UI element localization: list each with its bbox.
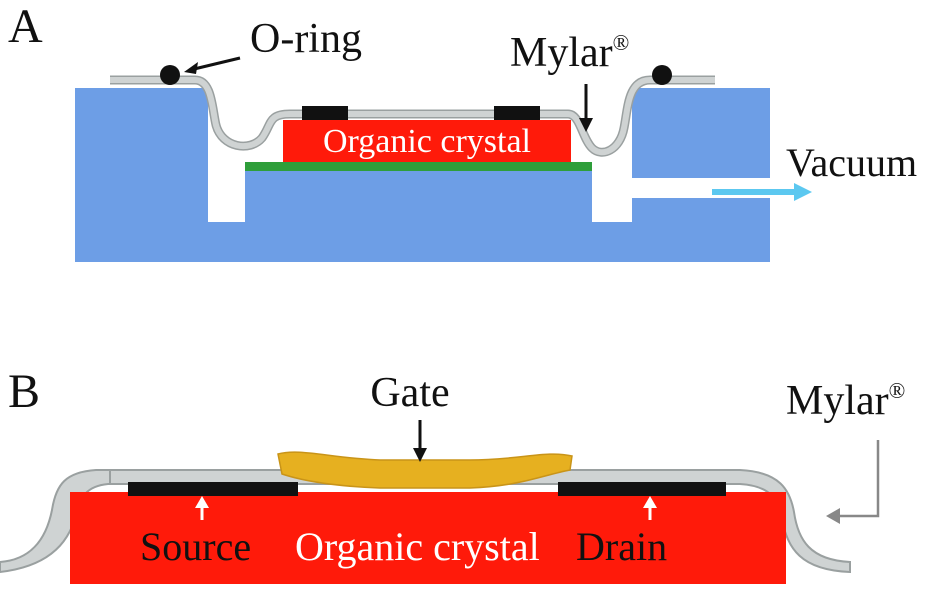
o-ring-pointer-arrowhead [184, 62, 198, 74]
mylar-pointer-arrowhead-b [826, 508, 840, 524]
organic-crystal-a [283, 120, 571, 162]
source-label: Source [140, 524, 251, 569]
pedestal [245, 170, 592, 222]
mylar-label-b: Mylar® [786, 378, 905, 424]
vacuum-label: Vacuum [786, 140, 917, 185]
gate-pointer-arrowhead [413, 448, 427, 462]
mylar-pointer-arrow-b [836, 440, 880, 518]
drain-pointer-arrowhead [643, 496, 657, 508]
dielectric-layer [245, 162, 592, 171]
o-ring-right [652, 65, 672, 85]
mylar-pointer-arrowhead-a [579, 118, 593, 132]
vacuum-arrowhead [794, 183, 812, 201]
panel-a: A O-ring Mylar® Organic crystal Vacuum [8, 0, 917, 262]
source-electrode [128, 482, 298, 496]
source-pointer-arrowhead [195, 496, 209, 508]
organic-crystal-label-b: Organic crystal [295, 524, 540, 569]
gate-label: Gate [370, 370, 449, 416]
mylar-label-a: Mylar® [510, 30, 629, 76]
o-ring-left [160, 65, 180, 85]
organic-crystal-label-a: Organic crystal [323, 123, 531, 160]
electrode-left-a [302, 106, 348, 120]
panel-b: B Gate Mylar® Source Organic crystal Dra… [0, 365, 905, 584]
panel-a-label: A [8, 0, 43, 53]
drain-electrode [558, 482, 726, 496]
electrode-right-a [494, 106, 540, 120]
mylar-membrane-a-inner [110, 77, 715, 156]
gate-electrode [277, 451, 573, 489]
o-ring-label: O-ring [250, 16, 362, 62]
organic-crystal-b [70, 492, 786, 584]
o-ring-pointer-arrow [189, 56, 241, 72]
substrate-holder-right-block [632, 88, 770, 178]
panel-b-label: B [8, 365, 40, 418]
drain-label: Drain [576, 524, 667, 569]
